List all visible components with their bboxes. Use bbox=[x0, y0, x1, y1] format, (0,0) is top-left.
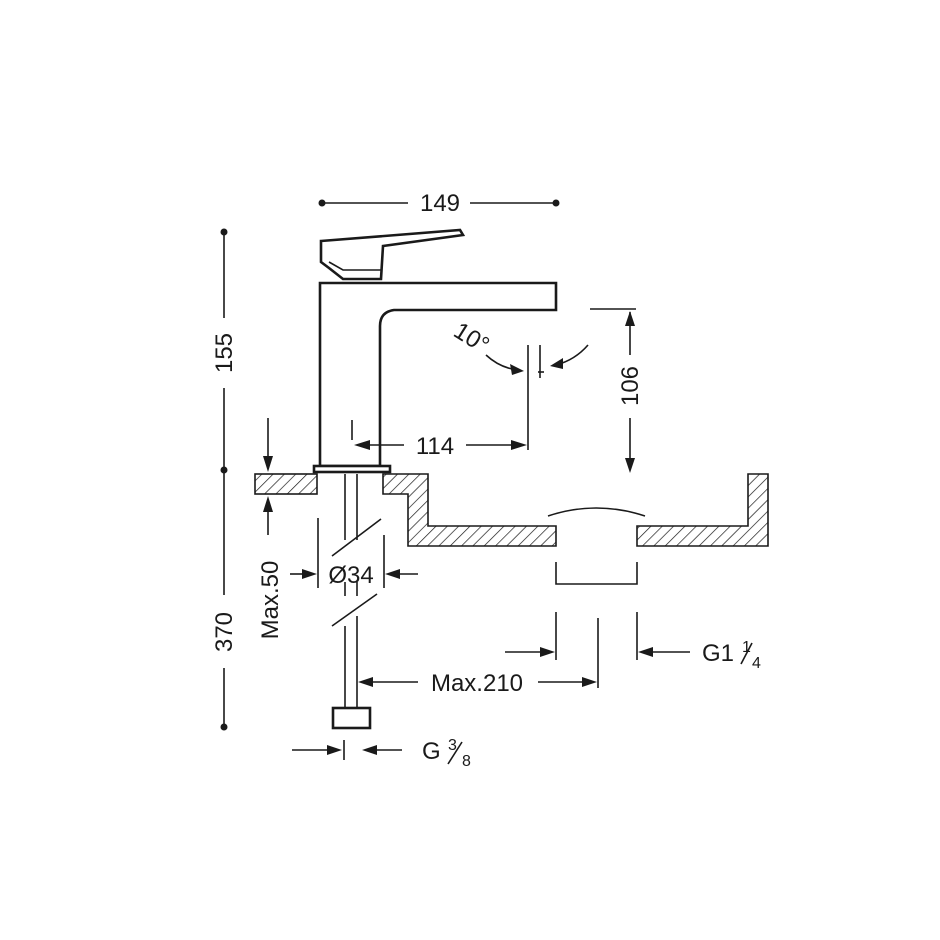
basin-wall-right bbox=[636, 473, 769, 547]
faucet-base bbox=[312, 464, 392, 474]
height-upper-label: 155 bbox=[211, 333, 238, 373]
reach-dimension: 114 bbox=[351, 345, 544, 460]
width-dimension: 149 bbox=[318, 190, 560, 217]
faucet-spout bbox=[318, 281, 558, 468]
supply-thread-dimension: G 3 8 bbox=[292, 737, 471, 770]
supply-thread-label: G bbox=[422, 738, 441, 765]
drain-body bbox=[555, 562, 638, 585]
basin-section bbox=[254, 473, 769, 688]
supply-thread-numerator: 3 bbox=[448, 737, 457, 754]
counter-thickness-dimension: Max.50 bbox=[257, 418, 284, 639]
height-total-label: 370 bbox=[211, 612, 238, 652]
hole-diameter-dimension: Ø34 bbox=[290, 518, 418, 589]
drain-distance-dimension: Max.210 bbox=[358, 670, 597, 697]
supply-hose bbox=[331, 474, 382, 730]
height-dimensions: 155 370 bbox=[211, 228, 238, 731]
supply-thread-denominator: 8 bbox=[462, 753, 471, 770]
angle-dimension: 10° bbox=[449, 317, 589, 375]
drain-cap bbox=[547, 507, 646, 517]
spout-height-label: 106 bbox=[617, 366, 644, 406]
counter-thickness-label: Max.50 bbox=[257, 561, 284, 640]
drain-distance-label: Max.210 bbox=[431, 670, 523, 697]
angle-label: 10° bbox=[449, 317, 494, 359]
spout-height-dimension: 106 bbox=[590, 308, 644, 473]
drain-thread-label: G1 bbox=[702, 640, 734, 667]
drain-thread-denominator: 4 bbox=[752, 655, 761, 672]
basin-wall-left bbox=[382, 473, 557, 547]
lever-handle bbox=[319, 228, 466, 281]
faucet-body bbox=[312, 228, 558, 474]
width-label: 149 bbox=[420, 190, 460, 217]
drain-thread-dimension: G1 1 4 bbox=[505, 639, 761, 672]
countertop-left bbox=[254, 473, 318, 495]
reach-label: 114 bbox=[416, 433, 454, 460]
hose-connector bbox=[331, 706, 372, 730]
hole-diameter-label: Ø34 bbox=[328, 562, 373, 589]
drain-thread-numerator: 1 bbox=[742, 639, 751, 656]
